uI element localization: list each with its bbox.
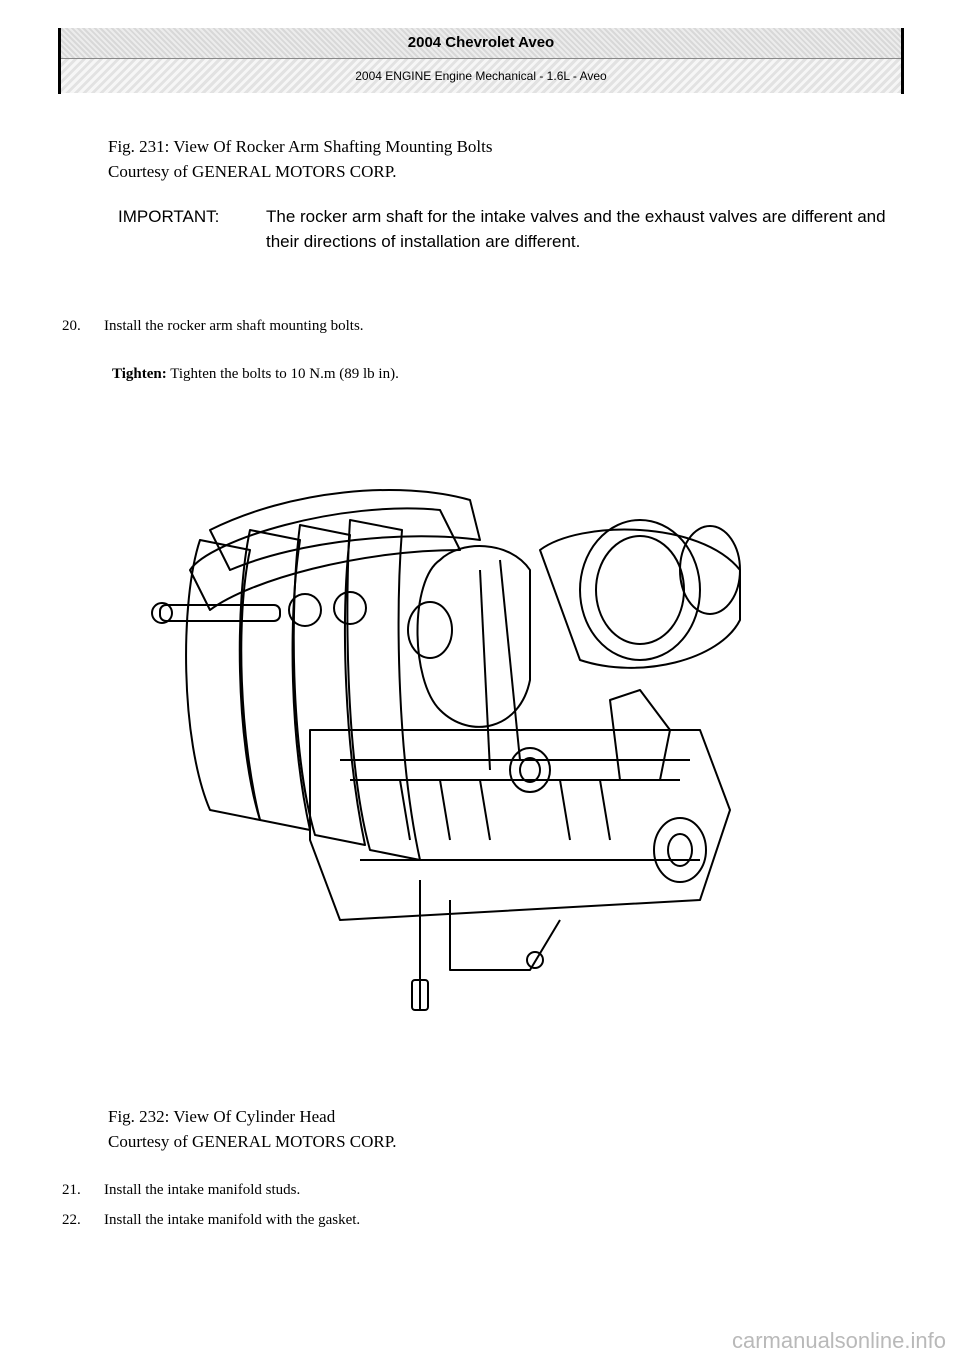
- figure-231-caption: Fig. 231: View Of Rocker Arm Shafting Mo…: [108, 134, 492, 184]
- header-subtitle: 2004 ENGINE Engine Mechanical - 1.6L - A…: [61, 59, 901, 93]
- important-text: The rocker arm shaft for the intake valv…: [266, 207, 886, 251]
- spec-text: Tighten the bolts to 10 N.m (89 lb in).: [170, 366, 399, 382]
- spec-label: Tighten:: [112, 366, 167, 382]
- important-label: IMPORTANT:: [118, 207, 220, 226]
- figure-232-title: Fig. 232: View Of Cylinder Head: [108, 1107, 336, 1126]
- step-22-number: 22.: [62, 1212, 81, 1228]
- step-20-text: Install the rocker arm shaft mounting bo…: [104, 318, 364, 334]
- figure-231-title: Fig. 231: View Of Rocker Arm Shafting Mo…: [108, 137, 493, 156]
- figure-231-courtesy: Courtesy of GENERAL MOTORS CORP.: [108, 162, 397, 181]
- header-title: 2004 Chevrolet Aveo: [61, 28, 901, 59]
- site-watermark: carmanualsonline.info: [731, 1328, 946, 1353]
- figure-232-courtesy: Courtesy of GENERAL MOTORS CORP.: [108, 1132, 397, 1151]
- page-header: 2004 Chevrolet Aveo 2004 ENGINE Engine M…: [58, 28, 904, 94]
- torque-spec: Tighten: Tighten the bolts to 10 N.m (89…: [112, 366, 399, 383]
- step-20: 20. Install the rocker arm shaft mounting…: [62, 316, 364, 336]
- cylinder-head-illustration: [151, 489, 741, 1011]
- step-22-text: Install the intake manifold with the gas…: [104, 1212, 361, 1228]
- step-21: 21. Install the intake manifold studs.: [62, 1180, 300, 1200]
- step-22: 22. Install the intake manifold with the …: [62, 1210, 360, 1230]
- figure-232-caption: Fig. 232: View Of Cylinder Head Courtesy…: [108, 1104, 397, 1154]
- step-21-text: Install the intake manifold studs.: [104, 1182, 301, 1198]
- step-21-number: 21.: [62, 1182, 81, 1198]
- step-20-number: 20.: [62, 318, 81, 334]
